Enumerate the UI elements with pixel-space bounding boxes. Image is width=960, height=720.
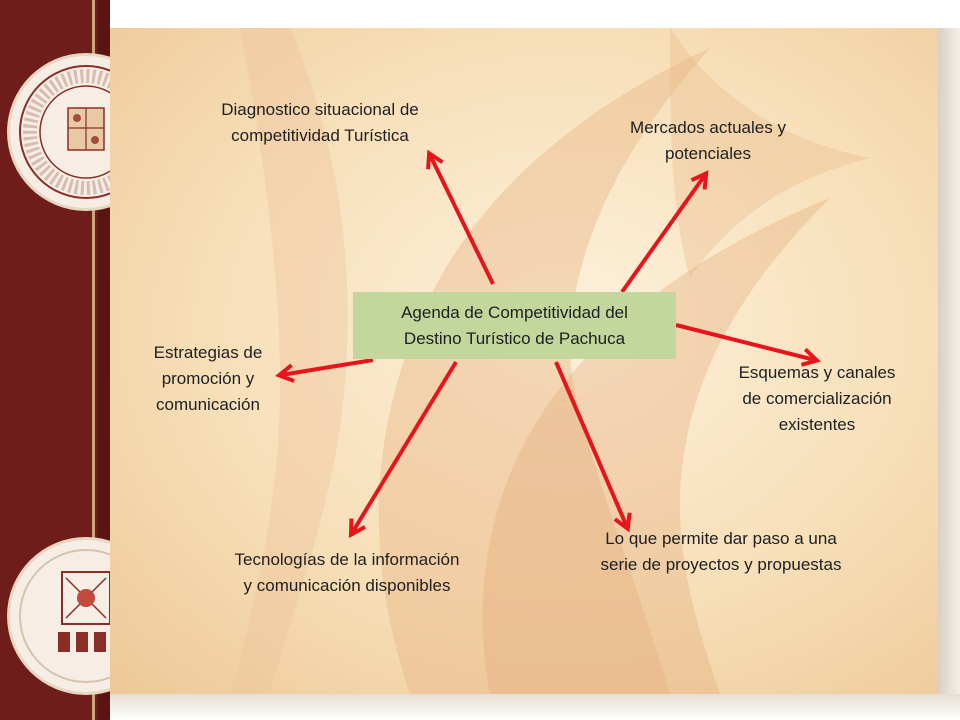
node-text-line: serie de proyectos y propuestas xyxy=(600,555,842,574)
node-text-line: de comercialización xyxy=(742,389,892,408)
node-esquemas: Esquemas y canales de comercialización e… xyxy=(712,360,922,438)
slide-shadow xyxy=(938,28,960,694)
central-topic-box: Agenda de Competitividad del Destino Tur… xyxy=(353,292,676,359)
central-topic-line: Agenda de Competitividad del xyxy=(401,302,628,322)
node-text-line: promoción y xyxy=(161,369,255,388)
node-diagnostico: Diagnostico situacional de competitivida… xyxy=(195,97,445,149)
sidebar-stripe xyxy=(92,0,95,720)
node-text-line: potenciales xyxy=(664,144,751,163)
node-text-line: Lo que permite dar paso a una xyxy=(605,529,837,548)
node-tecnologias: Tecnologías de la información y comunica… xyxy=(192,547,502,599)
node-text-line: Esquemas y canales xyxy=(738,363,896,382)
node-text-line: Estrategias de xyxy=(153,343,263,362)
node-text-line: existentes xyxy=(778,415,856,434)
node-mercados: Mercados actuales y potenciales xyxy=(598,115,818,167)
node-text-line: comunicación xyxy=(156,395,260,414)
node-estrategias: Estrategias de promoción y comunicación xyxy=(128,340,288,418)
node-text-line: Tecnologías de la información xyxy=(234,550,460,569)
central-topic-label: Agenda de Competitividad del Destino Tur… xyxy=(401,300,628,352)
central-topic-line: Destino Turístico de Pachuca xyxy=(403,328,626,348)
slide-shadow xyxy=(110,694,960,720)
node-text-line: Diagnostico situacional de xyxy=(221,100,419,119)
node-proyectos: Lo que permite dar paso a una serie de p… xyxy=(556,526,886,578)
node-text-line: Mercados actuales y xyxy=(630,118,786,137)
node-text-line: y comunicación disponibles xyxy=(243,576,451,595)
node-text-line: competitividad Turística xyxy=(231,126,409,145)
